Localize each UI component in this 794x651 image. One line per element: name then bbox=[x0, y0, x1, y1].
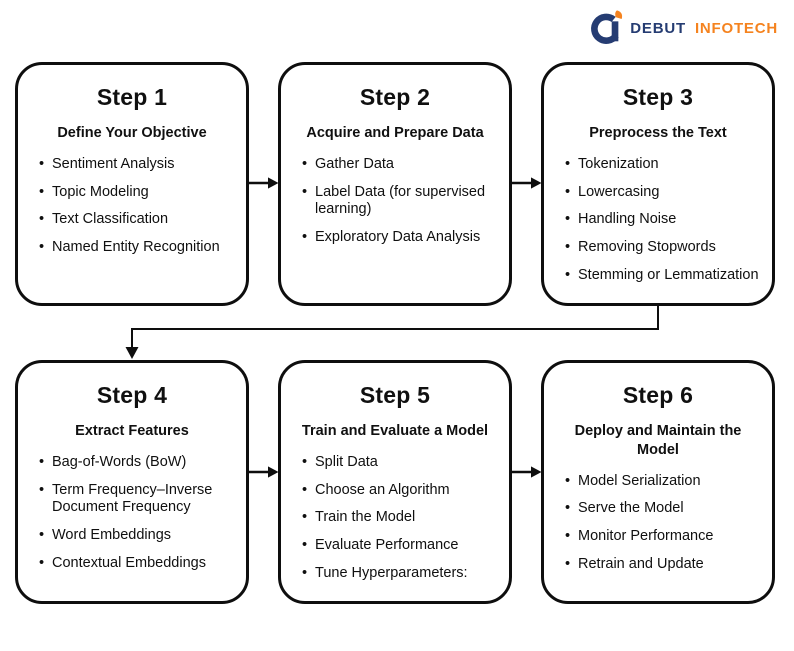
step-card-3: Step 3 Preprocess the Text Tokenization … bbox=[541, 62, 775, 306]
step-item: Stemming or Lemmatization bbox=[565, 267, 760, 285]
step-title: Step 4 bbox=[96, 382, 168, 408]
step-item: Train the Model bbox=[302, 509, 497, 527]
step-item: Text Classification bbox=[39, 211, 234, 229]
step-card-5: Step 5 Train and Evaluate a Model Split … bbox=[278, 360, 512, 604]
step-item: Retrain and Update bbox=[565, 556, 760, 574]
step-title: Step 1 bbox=[96, 84, 168, 110]
step-items: Model Serialization Serve the Model Moni… bbox=[556, 473, 760, 574]
connector-elbow-step3-step4 bbox=[125, 305, 659, 359]
step-item: Serve the Model bbox=[565, 500, 760, 518]
step-item: Sentiment Analysis bbox=[39, 156, 234, 174]
step-item: Lowercasing bbox=[565, 184, 760, 202]
step-item: Removing Stopwords bbox=[565, 239, 760, 257]
step-card-6: Step 6 Deploy and Maintain the Model Mod… bbox=[541, 360, 775, 604]
step-card-4: Step 4 Extract Features Bag-of-Words (Bo… bbox=[15, 360, 249, 604]
step-subtitle: Train and Evaluate a Model bbox=[301, 423, 489, 439]
step-item: Choose an Algorithm bbox=[302, 482, 497, 500]
step-title: Step 5 bbox=[359, 382, 431, 408]
step-item: Tune Hyperparameters: bbox=[302, 565, 497, 583]
step-subtitle: Extract Features bbox=[75, 423, 189, 439]
step-item: Exploratory Data Analysis bbox=[302, 229, 497, 247]
logo-brand-primary: DEBUT bbox=[630, 19, 686, 37]
step-items: Split Data Choose an Algorithm Train the… bbox=[293, 454, 497, 582]
step-title: Step 2 bbox=[359, 84, 431, 110]
step-item: Model Serialization bbox=[565, 473, 760, 491]
step-subtitle: Acquire and Prepare Data bbox=[306, 125, 484, 141]
connector-arrow-step1-step2 bbox=[249, 177, 279, 189]
step-item: Named Entity Recognition bbox=[39, 239, 234, 257]
step-item: Label Data (for supervised learning) bbox=[302, 184, 497, 219]
step-title: Step 3 bbox=[622, 84, 694, 110]
step-item: Tokenization bbox=[565, 156, 760, 174]
step-subtitle: Preprocess the Text bbox=[589, 125, 727, 141]
step-item: Contextual Embeddings bbox=[39, 555, 234, 573]
step-items: Gather Data Label Data (for supervised l… bbox=[293, 156, 497, 247]
step-subtitle: Define Your Objective bbox=[57, 125, 207, 141]
step-items: Tokenization Lowercasing Handling Noise … bbox=[556, 156, 760, 284]
step-card-2: Step 2 Acquire and Prepare Data Gather D… bbox=[278, 62, 512, 306]
step-item: Split Data bbox=[302, 454, 497, 472]
step-items: Sentiment Analysis Topic Modeling Text C… bbox=[30, 156, 234, 257]
connector-arrow-step2-step3 bbox=[512, 177, 542, 189]
step-card-1: Step 1 Define Your Objective Sentiment A… bbox=[15, 62, 249, 306]
connector-arrow-step4-step5 bbox=[249, 466, 279, 478]
step-item: Word Embeddings bbox=[39, 527, 234, 545]
step-item: Bag-of-Words (BoW) bbox=[39, 454, 234, 472]
step-item: Monitor Performance bbox=[565, 528, 760, 546]
step-item: Topic Modeling bbox=[39, 184, 234, 202]
logo-brand-secondary: INFOTECH bbox=[694, 19, 778, 37]
connector-arrow-step5-step6 bbox=[512, 466, 542, 478]
step-title: Step 6 bbox=[622, 382, 694, 408]
debut-infotech-logo-icon bbox=[591, 10, 623, 44]
step-items: Bag-of-Words (BoW) Term Frequency–Invers… bbox=[30, 454, 234, 572]
step-subtitle: Deploy and Maintain the Model bbox=[574, 423, 742, 458]
step-item: Gather Data bbox=[302, 156, 497, 174]
step-item: Evaluate Performance bbox=[302, 537, 497, 555]
step-item: Term Frequency–Inverse Document Frequenc… bbox=[39, 482, 234, 517]
logo: DEBUT INFOTECH bbox=[587, 9, 778, 47]
step-item: Handling Noise bbox=[565, 211, 760, 229]
